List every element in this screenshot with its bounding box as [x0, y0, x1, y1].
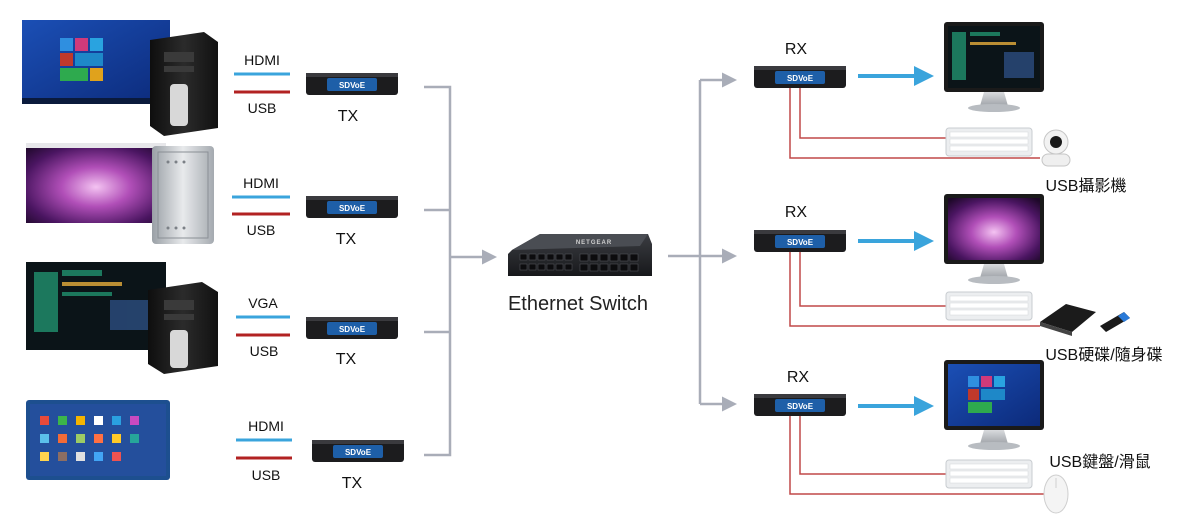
- rx-label: RX: [785, 41, 808, 58]
- mac-pro-image: [152, 146, 214, 244]
- keyboard-image: [945, 127, 1033, 157]
- signal-label: VGA: [248, 295, 278, 311]
- signal-label: HDMI: [244, 52, 280, 68]
- windows-screen-image: [22, 20, 170, 104]
- usb-cables: [789, 252, 1040, 327]
- usb-cables: [789, 416, 1046, 495]
- rx-device: SDVoE: [754, 394, 846, 416]
- source-2: HDMI USB SDVoE TX: [26, 143, 398, 248]
- tx-device: SDVoE: [306, 196, 398, 218]
- monitor-image: [944, 360, 1044, 450]
- rx-label: RX: [787, 369, 810, 386]
- device-logo: SDVoE: [339, 325, 366, 334]
- usb-label: USB: [250, 343, 279, 359]
- switch-brand: NETGEAR: [576, 240, 612, 246]
- tx-label: TX: [342, 475, 363, 492]
- usb-label: USB: [247, 222, 276, 238]
- rx-device: SDVoE: [754, 230, 846, 252]
- receiver-2: RX SDVoE: [754, 194, 1163, 364]
- keyboard-image: [945, 459, 1033, 489]
- ethernet-switch: NETGEAR: [508, 234, 652, 276]
- device-logo: SDVoE: [339, 81, 366, 90]
- mouse-image: [1043, 474, 1069, 514]
- tower-pc-image: [148, 282, 218, 374]
- tx-device: SDVoE: [312, 440, 404, 462]
- usb-label: USB: [248, 100, 277, 116]
- tower-pc-image: [150, 32, 218, 136]
- peripheral-label: USB攝影機: [1046, 177, 1127, 195]
- tx-device: SDVoE: [306, 73, 398, 95]
- android-tablet-image: [26, 400, 170, 480]
- device-logo: SDVoE: [787, 74, 814, 83]
- monitor-image: [944, 22, 1044, 112]
- keyboard-image: [945, 291, 1033, 321]
- usb-stick-image: [1100, 312, 1130, 332]
- device-logo: SDVoE: [339, 204, 366, 213]
- usb-label: USB: [252, 467, 281, 483]
- rx-network-lines: [668, 72, 737, 412]
- source-3: VGA USB SDVoE TX: [26, 262, 398, 374]
- signal-label: HDMI: [248, 418, 284, 434]
- dark-screen-image: [26, 262, 166, 350]
- tx-device: SDVoE: [306, 317, 398, 339]
- device-logo: SDVoE: [787, 238, 814, 247]
- device-logo: SDVoE: [787, 402, 814, 411]
- ip-camera-image: [1041, 129, 1071, 167]
- peripheral-label: USB硬碟/隨身碟: [1045, 346, 1162, 364]
- receiver-1: RX SDVoE: [754, 22, 1126, 195]
- peripheral-label: USB鍵盤/滑鼠: [1049, 453, 1150, 471]
- source-4: HDMI USB SDVoE TX: [26, 400, 404, 492]
- mac-screen-image: [26, 143, 166, 223]
- tx-network-lines: [424, 85, 497, 457]
- monitor-image: [944, 194, 1044, 284]
- tx-label: TX: [338, 108, 359, 125]
- usb-cables: [789, 88, 1040, 159]
- source-1: HDMI USB SDVoE TX: [22, 20, 398, 136]
- rx-label: RX: [785, 204, 808, 221]
- tx-label: TX: [336, 231, 357, 248]
- tx-label: TX: [336, 351, 357, 368]
- signal-label: HDMI: [243, 175, 279, 191]
- switch-label: Ethernet Switch: [508, 293, 648, 315]
- device-logo: SDVoE: [345, 448, 372, 457]
- external-hdd-image: [1040, 304, 1096, 336]
- rx-device: SDVoE: [754, 66, 846, 88]
- receiver-3: RX SDVoE: [754, 360, 1151, 514]
